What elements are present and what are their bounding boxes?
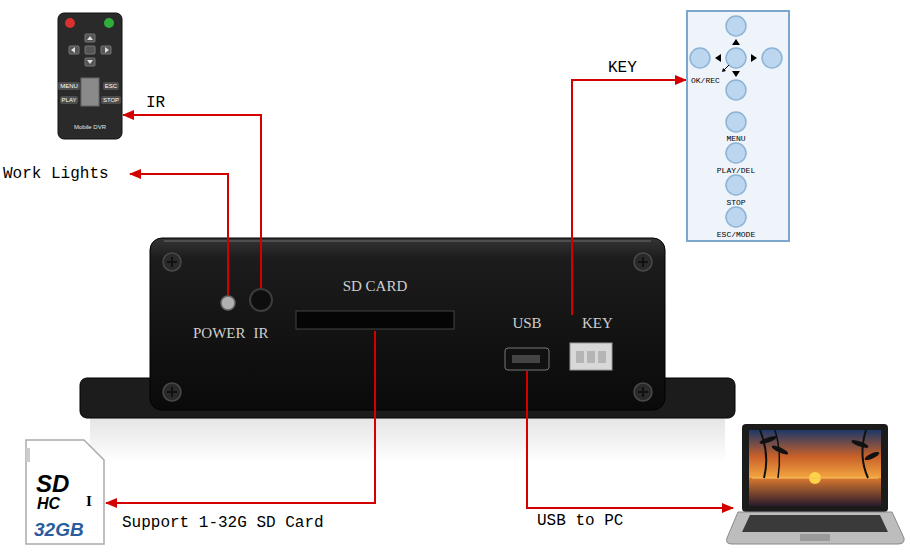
keypad-panel: OK/REC MENU PLAY/DEL STOP ESC/MODE: [686, 10, 790, 242]
arrow-symbol: [715, 54, 721, 62]
key-button: [726, 16, 746, 36]
key-button: [690, 48, 710, 68]
callout-label: USB to PC: [537, 512, 623, 530]
connector-arrow: [572, 80, 686, 315]
connector-arrow: [123, 115, 261, 288]
panel-label: SD CARD: [343, 278, 408, 295]
sd-card-slot: SD CARD: [294, 278, 456, 331]
callout-label: Work Lights: [3, 165, 109, 183]
key-button: [726, 80, 746, 100]
key-label: MENU: [726, 134, 745, 143]
key-connector: [570, 343, 612, 370]
arrow-symbol: [732, 39, 740, 45]
key-button: [726, 175, 746, 195]
arrow-symbol: [71, 47, 75, 53]
button-label: PLAY: [60, 96, 79, 104]
remote-control: MENU ESC PLAY STOP Mobile DVR: [57, 12, 123, 140]
callout-label: Support 1-32G SD Card: [122, 514, 324, 532]
sd-logo: HC: [37, 496, 60, 512]
button-label: MENU: [58, 82, 80, 90]
remote-key: [85, 46, 95, 54]
remote-body: [58, 13, 122, 139]
connector-arrow: [106, 331, 375, 503]
leader-line: [527, 371, 733, 508]
screws: [163, 253, 652, 401]
panel-label: IR: [254, 325, 269, 342]
button-label: STOP: [101, 96, 121, 104]
callout-label: KEY: [608, 59, 637, 77]
arrow-symbol: [87, 60, 93, 64]
arrow-symbol: [732, 71, 740, 77]
connector-pin: [598, 351, 606, 363]
keypad-panel-frame: [687, 11, 789, 241]
remote-key: [85, 34, 95, 42]
remote-key: [85, 58, 95, 66]
arrow-symbol: [751, 54, 757, 62]
arrow-symbol: [87, 36, 93, 40]
callout-label: IR: [146, 94, 165, 112]
brand-label: Mobile DVR: [74, 124, 106, 130]
sd-logo: SD: [36, 472, 69, 496]
ir-receiver: [250, 289, 272, 311]
usb-tongue: [512, 355, 540, 363]
power-led: [221, 296, 235, 310]
usb-port: USB: [504, 315, 550, 371]
key-label: PLAY/DEL: [717, 166, 755, 175]
button-label: ESC: [103, 82, 119, 90]
arrow-symbol: [105, 47, 109, 53]
pointer-line: [723, 65, 729, 71]
ir-port: IR: [248, 288, 274, 346]
housing-edge: [164, 240, 651, 242]
panel-label: USB: [512, 315, 541, 332]
key-button: [726, 207, 746, 227]
sd-card: SDHC I32GB: [24, 438, 106, 546]
power-button: [104, 18, 114, 28]
key-button: [726, 143, 746, 163]
key-label: ESC/MODE: [717, 230, 755, 239]
sd-class: I: [86, 494, 92, 509]
key-port: KEY: [566, 315, 616, 371]
pointer-head: [722, 68, 726, 72]
sd-slot: [296, 311, 454, 329]
capacity-label: 32GB: [34, 520, 84, 539]
remote-key: [101, 46, 111, 54]
connector-pin: [587, 351, 595, 363]
panel-label: POWER: [193, 325, 246, 342]
power-button: [65, 18, 75, 28]
power-led-port: POWER: [192, 292, 248, 348]
laptop-illustration: [727, 424, 905, 544]
reflection: [90, 418, 725, 462]
remote-lcd: [81, 78, 99, 106]
key-button: [762, 48, 782, 68]
remote-key: [69, 46, 79, 54]
panel-label: KEY: [582, 315, 613, 332]
sd-card-outline: [26, 440, 104, 544]
leader-line: [130, 174, 228, 295]
keypad-panel-shape: [686, 10, 790, 242]
key-label: STOP: [726, 198, 745, 207]
usb-port: [505, 348, 549, 370]
connector-pin: [576, 351, 584, 363]
remote-control-shape: [57, 12, 123, 140]
key-button: [726, 112, 746, 132]
key-label: OK/REC: [691, 76, 720, 85]
lock-switch: [26, 448, 30, 462]
